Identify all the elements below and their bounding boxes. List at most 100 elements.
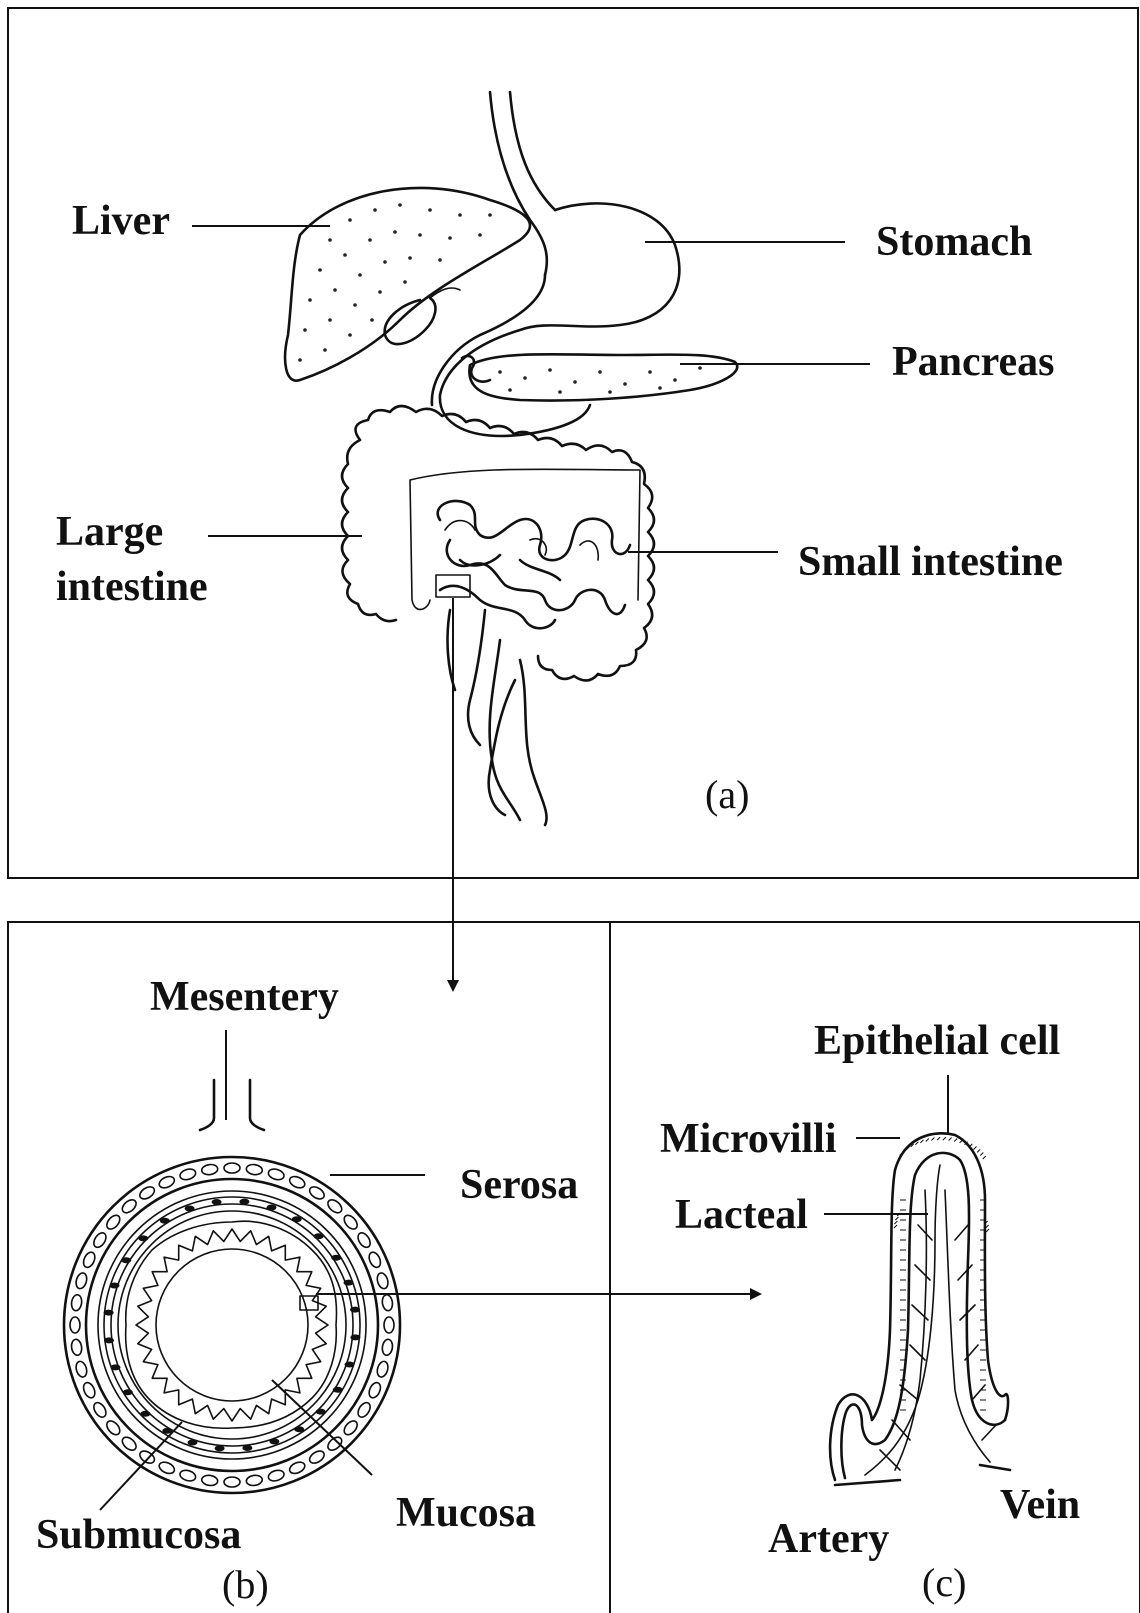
muscle-nucleus (138, 1235, 148, 1241)
serosa-cell (70, 1317, 80, 1333)
muscle-nucleus (294, 1426, 304, 1432)
serosa-cell (91, 1231, 108, 1250)
panel-a-caption: (a) (705, 772, 749, 817)
serosa-cell (81, 1250, 97, 1269)
serosa-cell (246, 1474, 263, 1486)
microvillus-mark (920, 1140, 923, 1143)
vein-base (980, 1465, 1010, 1470)
villus-drawing (830, 1133, 1010, 1485)
muscle-layer (98, 1191, 366, 1459)
muscle-nucleus (188, 1440, 198, 1446)
serosa-cell (179, 1469, 197, 1483)
pancreas-outline (469, 354, 737, 400)
muscle-nucleus (185, 1206, 195, 1212)
serosa-cell (367, 1381, 383, 1400)
serosa-cell (325, 1435, 344, 1453)
microvillus-mark (986, 1229, 989, 1232)
serosa-cell (104, 1213, 122, 1232)
serosa-cell (224, 1477, 240, 1487)
serosa-cell (91, 1400, 108, 1419)
microvillus-mark (937, 1137, 940, 1140)
muscle-nucleus (110, 1283, 120, 1289)
serosa-cell (120, 1197, 139, 1215)
muscle-nucleus (333, 1387, 343, 1393)
serosa-cell (71, 1294, 83, 1311)
microvillus-mark (915, 1142, 918, 1145)
serosa-cell (120, 1435, 139, 1453)
serosa-cell (157, 1174, 176, 1190)
muscle-nucleus (111, 1364, 121, 1370)
villus-outline (830, 1133, 1008, 1480)
muscle-nucleus (242, 1445, 252, 1451)
serosa-cell (356, 1231, 373, 1250)
muscle-nucleus (345, 1362, 355, 1368)
submucosa-leader (100, 1422, 182, 1510)
muscle-nucleus (121, 1257, 131, 1263)
microvillus-mark (931, 1138, 934, 1141)
serosa-cell (381, 1339, 393, 1356)
serosa-cell (71, 1339, 83, 1356)
serosa-cell (381, 1294, 393, 1311)
microvilli-label: Microvilli (660, 1116, 837, 1162)
muscle-nucleus (212, 1199, 222, 1205)
muscle-nucleus (140, 1411, 150, 1417)
serosa-cell (157, 1460, 176, 1476)
vein-label: Vein (1000, 1482, 1080, 1528)
serosa-cell (267, 1167, 285, 1181)
muscle-nucleus (350, 1334, 360, 1340)
muscle-nucleus (316, 1409, 326, 1415)
serosa-cell (342, 1418, 360, 1437)
muscle-nucleus (314, 1233, 324, 1239)
microvillus-mark (894, 1221, 897, 1224)
microvillus-mark (943, 1137, 946, 1140)
microvillus-mark (954, 1139, 957, 1142)
artery-label: Artery (768, 1516, 889, 1562)
microvillus-mark (983, 1156, 986, 1159)
serosa-cell (74, 1272, 88, 1290)
serosa-cell (179, 1167, 197, 1181)
microvillus-mark (960, 1140, 963, 1143)
serosa-label: Serosa (460, 1162, 578, 1208)
lacteal-label: Lacteal (675, 1192, 808, 1238)
liver-outline (285, 188, 530, 381)
artery-base (835, 1480, 900, 1485)
panel-c-caption: (c) (922, 1560, 966, 1605)
rectum (448, 610, 520, 820)
liver-label: Liver (72, 198, 170, 244)
muscle-nucleus (239, 1199, 249, 1205)
microvillus-mark (926, 1139, 929, 1142)
microvillus-mark (974, 1147, 977, 1150)
serosa-cell (307, 1449, 326, 1466)
mesentery-stalk (200, 1080, 264, 1130)
digestive-tract-drawing (285, 92, 737, 825)
serosa-cell (267, 1469, 285, 1483)
intestine-cross-section (64, 1080, 400, 1493)
microvillus-mark (895, 1217, 898, 1220)
muscle-nucleus (215, 1445, 225, 1451)
pancreas-label: Pancreas (892, 339, 1055, 385)
pancreas-stipple (498, 366, 702, 394)
serosa-cell (224, 1163, 240, 1173)
serosa-cell (288, 1174, 307, 1190)
muscle-nucleus (267, 1205, 277, 1211)
serosa-cell (246, 1164, 263, 1176)
esophagus (490, 92, 547, 275)
large-intestine-label-line2: intestine (56, 564, 208, 610)
submucosa-label: Submucosa (36, 1512, 241, 1558)
stomach-label: Stomach (876, 219, 1032, 265)
small-intestine-label: Small intestine (798, 539, 1063, 585)
muscle-nucleus (104, 1337, 114, 1343)
muscle-nucleus (292, 1216, 302, 1222)
microvillus-mark (949, 1138, 952, 1141)
small-intestine-coils (438, 501, 630, 628)
mesentery-label: Mesentery (150, 974, 339, 1020)
mucosa-label: Mucosa (396, 1490, 536, 1536)
large-intestine-outline (342, 406, 654, 681)
serosa-cell (201, 1164, 218, 1176)
muscle-nucleus (104, 1310, 114, 1316)
serosa-cell (138, 1184, 157, 1201)
muscle-nucleus (344, 1280, 354, 1286)
serosa-cell (356, 1400, 373, 1419)
serosa-cell (376, 1360, 390, 1378)
